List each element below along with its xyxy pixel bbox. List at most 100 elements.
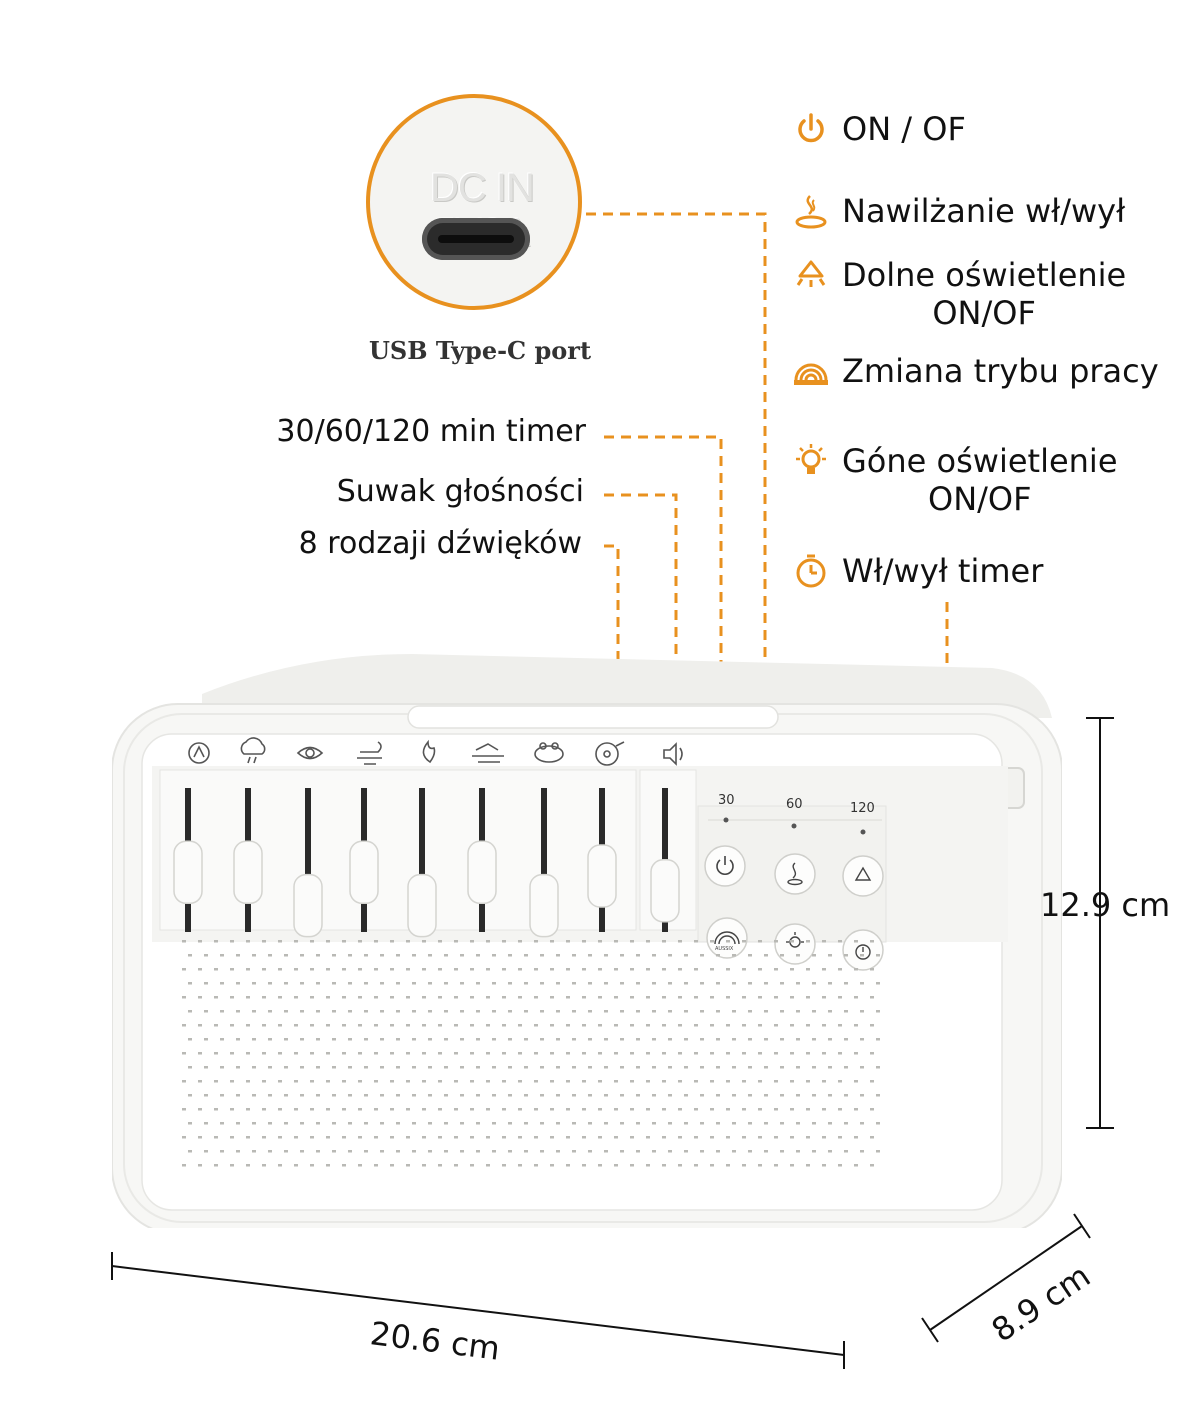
sound-slider-knob-5[interactable] [407,873,437,938]
timer-led-60 [791,823,797,829]
grille-hole [476,982,480,985]
grille-hole [620,954,624,957]
grille-hole [182,940,186,943]
grille-hole [518,1052,522,1055]
sound-slider-knob-3[interactable] [293,873,323,938]
grille-hole [572,954,576,957]
timer-led-30 [723,817,729,823]
grille-hole [220,982,224,985]
legend-power: ON / OF [792,110,966,148]
grille-hole [508,1038,512,1041]
grille-hole [742,1024,746,1027]
grille-hole [438,968,442,971]
grille-hole [716,1066,720,1069]
sound-slider-knob-7[interactable] [529,873,559,938]
grille-hole [646,968,650,971]
grille-hole [214,968,218,971]
grille-hole [822,1108,826,1111]
grille-hole [524,982,528,985]
grille-hole [588,1066,592,1069]
grille-hole [668,1122,672,1125]
grille-hole [364,1150,368,1153]
usb-port-caption: USB Type-C port [368,336,592,365]
sound-machine-illustration: 30 60 120 AUSSIX [112,654,1062,1228]
grille-hole [236,1094,240,1097]
grille-hole [476,1066,480,1069]
timer-button[interactable] [842,929,884,971]
grille-hole [422,1136,426,1139]
grille-hole [742,1080,746,1083]
sound-slider-knob-6[interactable] [467,840,497,905]
grille-hole [598,1024,602,1027]
power-button[interactable] [704,845,746,887]
volume-slider-knob[interactable] [650,859,680,923]
grille-hole [860,1066,864,1069]
grille-hole [876,1094,880,1097]
grille-hole [854,1052,858,1055]
slider-track-7 [541,788,547,932]
grille-hole [412,954,416,957]
grille-hole [454,968,458,971]
grille-hole [614,968,618,971]
grille-hole [476,1010,480,1013]
grille-hole [204,982,208,985]
grille-hole [438,1052,442,1055]
grille-hole [364,954,368,957]
grille-hole [550,968,554,971]
mode-button[interactable]: AUSSIX [706,917,748,959]
sound-slider-knob-4[interactable] [349,840,379,905]
grille-hole [374,940,378,943]
grille-hole [774,1108,778,1111]
grille-hole [604,1122,608,1125]
humidifier-button[interactable] [774,853,816,895]
grille-hole [678,996,682,999]
bottom-light-button[interactable] [842,855,884,897]
grille-hole [684,1066,688,1069]
grille-hole [758,1052,762,1055]
grille-hole [454,1108,458,1111]
callout-timer: 30/60/120 min timer [276,414,586,449]
grille-hole [742,1052,746,1055]
grille-hole [374,996,378,999]
grille-hole [182,1136,186,1139]
grille-hole [294,968,298,971]
grille-hole [838,940,842,943]
legend-bottom-light-state: ON/OF [932,294,1036,332]
grille-hole [236,1150,240,1153]
grille-hole [294,1108,298,1111]
device-top [202,654,1052,718]
grille-hole [214,1024,218,1027]
grille-hole [860,982,864,985]
grille-hole [358,1136,362,1139]
grille-hole [822,1080,826,1083]
grille-hole [358,1024,362,1027]
grille-hole [518,996,522,999]
grille-hole [188,1094,192,1097]
grille-hole [822,1024,826,1027]
sound-slider-knob-8[interactable] [587,844,617,908]
grille-hole [588,1122,592,1125]
grille-hole [588,954,592,957]
grille-hole [844,1122,848,1125]
sound-slider-knob-2[interactable] [233,840,263,905]
grille-hole [550,1052,554,1055]
sound-slider-knob-1[interactable] [173,840,203,905]
legend-humidifier: Nawilżanie wł/wył [792,192,1125,230]
grille-hole [844,1094,848,1097]
grille-hole [236,982,240,985]
grille-hole [326,1080,330,1083]
grille-hole [492,1150,496,1153]
grille-hole [358,1052,362,1055]
grille-hole [556,1066,560,1069]
grille-hole [646,1108,650,1111]
top-light-button[interactable] [774,923,816,965]
grille-hole [470,1024,474,1027]
grille-hole [492,1066,496,1069]
grille-hole [214,1108,218,1111]
grille-hole [236,1122,240,1125]
timer-label-60: 60 [786,797,803,812]
speaker-grille [182,940,880,1167]
grille-hole [396,1066,400,1069]
grille-hole [204,1038,208,1041]
grille-hole [630,1136,634,1139]
